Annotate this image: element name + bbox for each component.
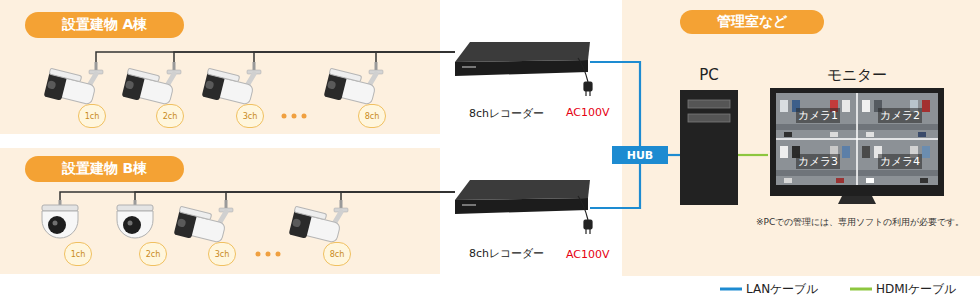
ellipsis-dots: [256, 114, 307, 257]
camera-cable: [341, 192, 455, 200]
building-b-ground: [0, 148, 440, 274]
legend-text: HDMIケーブル: [876, 281, 956, 298]
power-plugs: [578, 58, 592, 234]
building-a-ground: [0, 0, 440, 134]
channel-circle: 1ch: [78, 104, 106, 128]
camera-node: 2ch: [118, 62, 184, 128]
channel-circle: 2ch: [139, 242, 167, 266]
camera-cable: [254, 52, 455, 62]
power-label: AC100V: [566, 106, 610, 119]
channel-circle: 8ch: [323, 242, 351, 266]
camera-cable: [226, 192, 455, 200]
hub-box: HUB: [612, 146, 668, 164]
camera-node: 8ch: [285, 200, 351, 266]
legend-text: LANケーブル: [746, 281, 818, 298]
monitor-node: モニター: [768, 66, 946, 206]
lan-cable: [590, 62, 640, 146]
power-label: AC100V: [566, 248, 610, 261]
channel-circle: 8ch: [358, 104, 386, 128]
camera-cable: [60, 192, 455, 200]
camera-node: 1ch: [30, 200, 96, 266]
camera-illustrations: [42, 62, 383, 246]
channel-circle: 1ch: [64, 242, 92, 266]
camera-view-label: カメラ1: [796, 108, 840, 123]
camera-cable: [96, 52, 455, 62]
recorder-illustrations: [455, 42, 590, 214]
camera-cable: [376, 52, 455, 62]
heading-pill: 設置建物 B棟: [25, 156, 184, 182]
node-label: モニター: [768, 66, 946, 85]
camera-node: 3ch: [170, 200, 236, 266]
camera-view-label: カメラ3: [796, 154, 840, 169]
pc-node: PC: [680, 66, 738, 206]
channel-circle: 2ch: [156, 104, 184, 128]
hdmi-cable: [738, 154, 768, 156]
camera-view-label: カメラ2: [878, 108, 922, 123]
channel-circle: 3ch: [208, 242, 236, 266]
monitor-illustration: [770, 88, 944, 204]
node-label: PC: [680, 66, 738, 84]
building-panel: 設置建物 A棟 1ch 2ch 3ch 8ch: [0, 0, 440, 134]
channel-circle: 3ch: [236, 104, 264, 128]
note-text: ※PCでの管理には、専用ソフトの利用が必要です。: [756, 216, 964, 229]
camera-node: 8ch: [320, 62, 386, 128]
heading-pill: 設置建物 A棟: [25, 12, 184, 38]
camera-cable: [135, 192, 455, 200]
lan-cable: [590, 164, 640, 208]
heading-pill: 管理室など: [680, 10, 824, 34]
camera-node: 1ch: [40, 62, 106, 128]
node-label: HUB: [612, 146, 668, 164]
building-panel: 設置建物 B棟 1ch 2ch 3ch 8ch: [0, 148, 440, 274]
camera-node: 2ch: [105, 200, 171, 266]
lan-cable: [668, 154, 680, 156]
camera-cable: [174, 52, 455, 62]
camera-node: 3ch: [198, 62, 264, 128]
node-label: 8chレコーダー: [469, 246, 544, 261]
office-ground: [622, 0, 980, 276]
pc-tower: [680, 90, 738, 205]
office-panel: 管理室など PC モニター: [622, 0, 980, 276]
camera-view-label: カメラ4: [878, 154, 922, 169]
node-label: 8chレコーダー: [469, 106, 544, 121]
